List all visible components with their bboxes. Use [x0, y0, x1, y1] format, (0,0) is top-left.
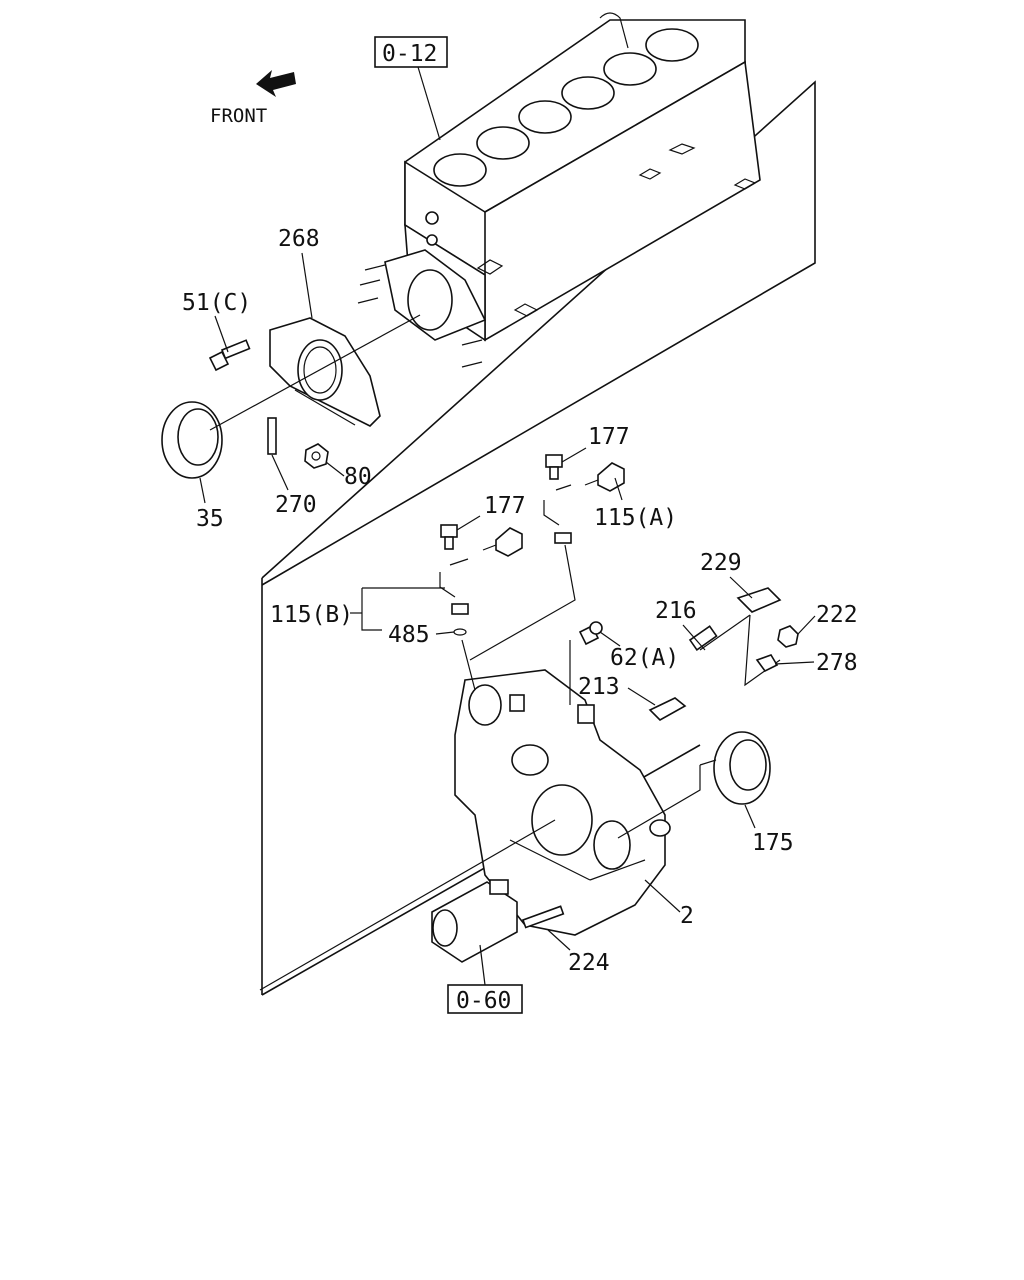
bottom-ref-label: 0-60: [456, 988, 511, 1014]
callout-62a: 62(A): [610, 645, 679, 671]
nut-80: [304, 443, 329, 469]
clip-229: [736, 587, 782, 613]
assembly-frame: [261, 80, 816, 586]
bracket-213: [648, 697, 687, 721]
front-arrow-icon: [256, 70, 296, 97]
callout-224: 224: [568, 950, 610, 976]
front-cover-2: [454, 669, 671, 936]
guide-115a: [469, 544, 576, 661]
top-ref-label: 0-12: [382, 41, 437, 67]
leader-278: [774, 661, 815, 665]
nut-222: [777, 625, 799, 648]
leader-51c: [214, 315, 229, 353]
starter-motor: [431, 879, 518, 963]
callout-270: 270: [275, 492, 317, 518]
sensor-216: [688, 614, 751, 651]
leader-216: [682, 624, 706, 651]
callout-229: 229: [700, 550, 742, 576]
leader-270: [271, 454, 289, 491]
callout-175: 175: [752, 830, 794, 856]
axis-line-175: [617, 765, 701, 839]
leader-177b: [456, 515, 481, 531]
bottom-ref-leader: [479, 944, 486, 986]
leader-224: [547, 929, 571, 951]
leader-115a: [614, 477, 623, 501]
front-label: FRONT: [210, 105, 267, 127]
stud-270: [267, 417, 277, 455]
callout-115a: 115(A): [594, 505, 677, 531]
callout-222: 222: [816, 602, 858, 628]
leader-485: [435, 631, 455, 635]
bolt-177-lower: [439, 524, 469, 636]
callout-177b: 177: [484, 493, 526, 519]
leader-213: [627, 687, 656, 706]
leader-177a: [561, 447, 587, 463]
callout-213: 213: [578, 674, 620, 700]
washer-278: [755, 654, 779, 673]
leader-222: [797, 615, 816, 635]
leader-175: [744, 804, 756, 829]
seal-175: [713, 731, 771, 805]
axis-line-175b: [699, 759, 717, 766]
seal-35: [161, 401, 223, 479]
callout-485: 485: [388, 622, 430, 648]
callout-115b: 115(B): [270, 602, 353, 628]
top-ref-leader: [417, 66, 441, 141]
rear-retainer-268: [269, 317, 381, 427]
cylinder-block: [357, 12, 761, 368]
clip-bracket-line: [744, 614, 781, 687]
axis-line-front: [259, 819, 556, 991]
guide-115b: [461, 639, 476, 691]
leader-268: [301, 252, 313, 319]
leader-229: [729, 576, 753, 599]
callout-216: 216: [655, 598, 697, 624]
bolt-177-upper: [543, 454, 572, 544]
leader-80: [325, 461, 345, 477]
leader-62a: [599, 631, 621, 647]
top-ref-box: [374, 36, 448, 68]
bolt-51c: [208, 339, 251, 372]
axis-line-rear: [209, 314, 421, 431]
callout-278: 278: [816, 650, 858, 676]
leader-2: [644, 879, 681, 913]
callout-80: 80: [344, 464, 372, 490]
sensor-115b-head: [482, 527, 523, 557]
leader-35: [199, 477, 206, 504]
callout-35: 35: [196, 506, 224, 532]
callout-177a: 177: [588, 424, 630, 450]
callout-268: 268: [278, 226, 320, 252]
bracket-115b: [361, 588, 382, 631]
bolt-62a: [578, 621, 603, 646]
callout-51c: 51(C): [182, 290, 251, 316]
stud-224: [521, 905, 565, 929]
callout-2: 2: [680, 903, 694, 929]
